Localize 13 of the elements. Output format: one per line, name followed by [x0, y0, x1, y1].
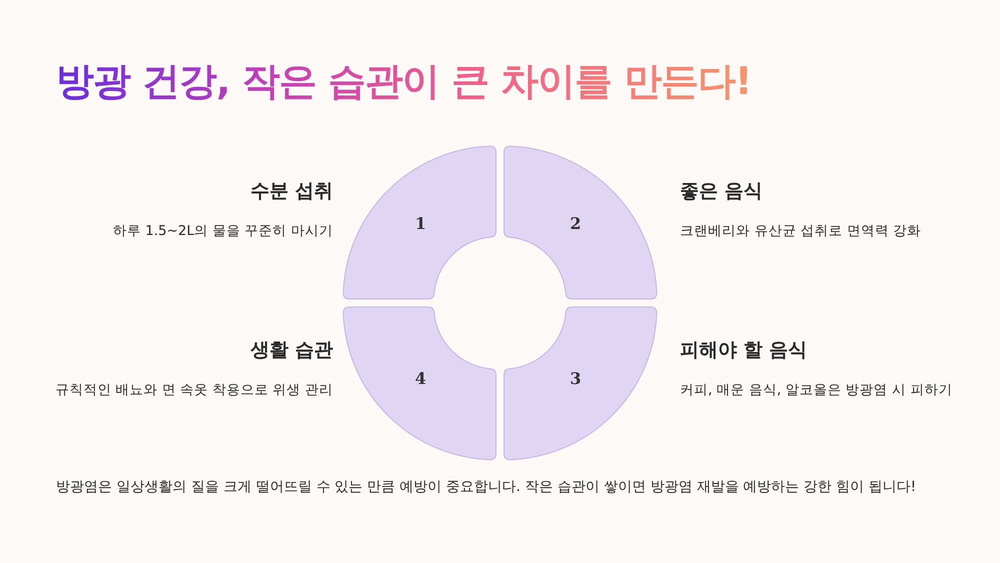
- step-number: 4: [415, 369, 426, 388]
- step-number: 2: [570, 214, 582, 233]
- section-heading: 생활 습관: [249, 338, 333, 363]
- step-number: 1: [415, 214, 426, 233]
- section-heading: 좋은 음식: [680, 179, 764, 204]
- caption: 방광염은 일상생활의 질을 크게 떨어뜨릴 수 있는 만큼 예방이 중요합니다. 작은 습관이 쌓이면 방광염 재발을 예방하는 강한 힘이 됩니다!: [56, 478, 916, 496]
- description-text: 커피, 매운 음식, 알코올은 방광염 시 피하기: [680, 381, 954, 400]
- step-number: 3: [570, 369, 582, 388]
- description-text: 규칙적인 배뇨와 면 속옷 착용으로 위생 관리: [54, 381, 333, 400]
- section-heading: 피해야 할 음식: [680, 338, 808, 363]
- description-text: 크랜베리와 유산균 섭취로 면역력 강화: [680, 222, 922, 241]
- section-heading: 수분 섭취: [249, 179, 333, 204]
- description-text: 하루 1.5~2L의 물을 꾸준히 마시기: [112, 222, 333, 241]
